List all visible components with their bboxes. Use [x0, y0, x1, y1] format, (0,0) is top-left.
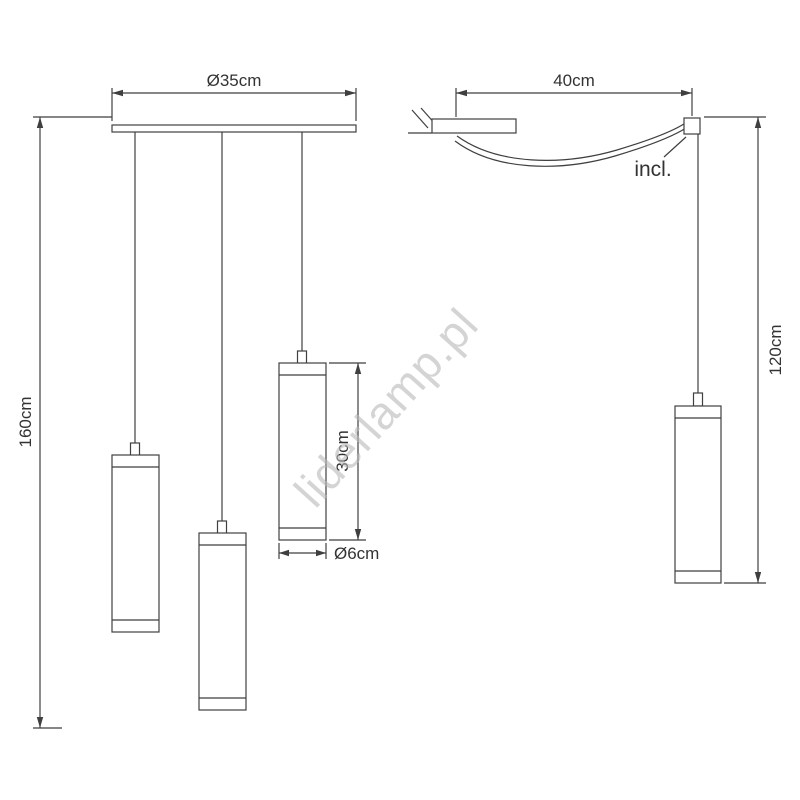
included-callout: incl. — [634, 136, 687, 181]
ferrule-right — [296, 350, 308, 365]
shade-middle — [198, 532, 247, 711]
arrowhead-down — [354, 529, 362, 540]
dim-canopy-width: Ø35cm — [111, 71, 357, 121]
dim-drop-height: 120cm — [704, 116, 785, 584]
shade-height-label: 30cm — [333, 430, 352, 472]
arrowhead-down — [754, 572, 762, 583]
arrowhead-left — [112, 89, 123, 97]
cord-strand-2 — [456, 121, 688, 161]
arrowhead-up — [36, 117, 44, 128]
included-label: incl. — [634, 158, 671, 181]
swag-cord — [454, 121, 688, 167]
arrowhead-up — [354, 363, 362, 374]
dim-total-height: 160cm — [16, 116, 112, 729]
left-lamp-view: Ø35cm 160cm — [16, 71, 379, 729]
leader-line — [663, 136, 687, 158]
right-lamp-view: 40cm incl. — [408, 71, 785, 584]
shade-diameter-label: Ø6cm — [334, 544, 379, 563]
cord-strand-1 — [454, 127, 687, 167]
dim-shade-height: 30cm — [329, 362, 366, 541]
arrowhead-right — [316, 549, 326, 557]
shade-left — [111, 454, 160, 633]
swag-width-label: 40cm — [553, 71, 595, 90]
shade-single — [674, 405, 722, 584]
dim-shade-diameter: Ø6cm — [278, 543, 379, 563]
arrowhead-up — [754, 117, 762, 128]
mount-body — [431, 118, 517, 134]
arrowhead-down — [36, 717, 44, 728]
arrowhead-left — [456, 89, 467, 97]
shade-body — [674, 405, 722, 584]
shade-body — [278, 362, 327, 541]
arrowhead-right — [681, 89, 692, 97]
shade-body — [198, 532, 247, 711]
total-height-label: 160cm — [16, 396, 35, 447]
dim-swag-width: 40cm — [455, 71, 693, 117]
ferrule-left — [129, 442, 141, 457]
break-line-1 — [411, 109, 429, 129]
canopy-width-label: Ø35cm — [207, 71, 262, 90]
ceiling-mount — [408, 107, 517, 134]
shade-right — [278, 362, 327, 541]
hook-connector — [683, 117, 701, 135]
ferrule — [692, 392, 704, 407]
shade-body — [111, 454, 160, 633]
arrowhead-left — [279, 549, 289, 557]
ferrule-middle — [216, 520, 228, 535]
ceiling-canopy — [111, 124, 357, 133]
arrowhead-right — [345, 89, 356, 97]
drop-height-label: 120cm — [766, 324, 785, 375]
